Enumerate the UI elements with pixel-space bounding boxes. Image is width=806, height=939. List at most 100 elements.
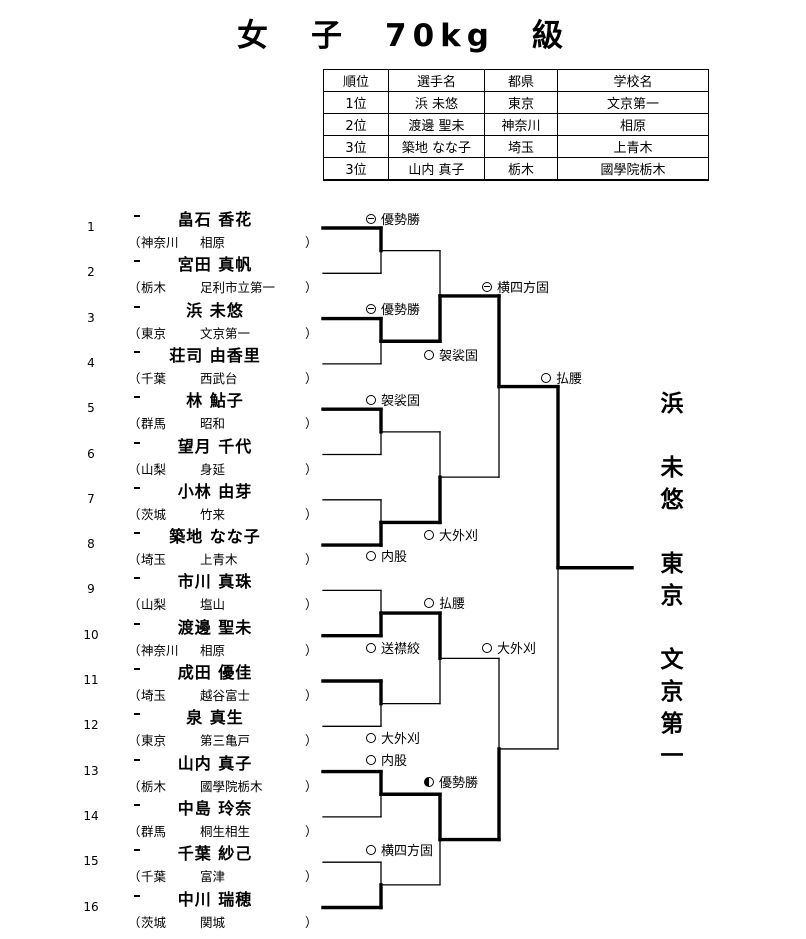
match-result: 横四方固: [366, 840, 433, 859]
player-affiliation: （神奈川相原）: [128, 640, 318, 658]
dot-mark: [134, 894, 140, 897]
player-name: 渡邊 聖未: [177, 617, 253, 637]
champion-char: 未: [660, 454, 684, 481]
player-prefecture: 群馬: [141, 416, 167, 432]
seed-number: 12: [83, 718, 99, 733]
technique-label: 袈裟固: [439, 349, 479, 364]
player-name: 畠石 香花: [177, 210, 253, 229]
circle-icon: [366, 642, 376, 653]
match-result: 送襟絞: [366, 638, 420, 657]
player-prefecture: 神奈川: [141, 235, 179, 250]
match-result: 優勢勝: [424, 772, 478, 791]
paren-open: （: [128, 823, 141, 839]
player-affiliation: （山梨身延）: [128, 459, 318, 477]
player-name: 小林 由芽: [177, 481, 253, 501]
dot-mark: [134, 803, 140, 806]
player-school: 昭和: [200, 416, 226, 432]
seed-number: 3: [87, 310, 95, 325]
player-name: 市川 真珠: [177, 572, 253, 592]
paren-open: （: [128, 597, 141, 613]
player-cell: 渡邊 聖未: [388, 113, 485, 136]
seed-number: 6: [87, 446, 95, 461]
paren-open: （: [128, 914, 141, 930]
player-prefecture: 茨城: [141, 914, 167, 930]
seed-number: 5: [87, 401, 95, 416]
champion-char: 一: [660, 742, 684, 769]
player-affiliation: （栃木國學院栃木）: [128, 776, 318, 794]
school-cell: 文京第一: [557, 91, 709, 114]
paren-close: ）: [305, 688, 318, 703]
technique-label: 内股: [381, 550, 408, 565]
player-school: 上青木: [200, 552, 238, 568]
player-prefecture: 神奈川: [141, 642, 179, 658]
circle-icon: [424, 597, 434, 608]
technique-label: 横四方固: [381, 844, 434, 859]
player-prefecture: 群馬: [141, 823, 167, 839]
rank-cell: 3位: [323, 157, 389, 181]
prefecture-cell: 栃木: [484, 157, 558, 181]
player-prefecture: 千葉: [141, 869, 167, 885]
player-cell: 山内 真子: [388, 157, 485, 181]
technique-label: 大外刈: [381, 732, 421, 747]
seed-number: 7: [87, 491, 95, 506]
paren-close: ）: [305, 235, 318, 250]
dot-mark: [134, 532, 140, 535]
paren-open: （: [128, 280, 141, 296]
prefecture-cell: 埼玉: [484, 135, 558, 158]
match-result: 大外刈: [366, 728, 420, 747]
seed-number: 1: [87, 220, 95, 234]
dot-mark: [134, 713, 140, 716]
results-table: 順位 選手名 都県 学校名 1位 浜 未悠 東京 文京第一 2位 渡邊 聖未 神…: [323, 69, 709, 181]
technique-label: 優勢勝: [381, 213, 421, 228]
champion-char: 京: [660, 678, 684, 705]
circle-icon: [482, 642, 492, 653]
player-prefecture: 栃木: [141, 778, 167, 794]
technique-label: 袈裟固: [381, 394, 421, 409]
paren-open: （: [128, 325, 141, 341]
match-result: 大外刈: [424, 525, 478, 544]
circle-icon: [424, 529, 434, 540]
advantage-win-icon: [366, 213, 376, 224]
player-school: 富津: [200, 869, 226, 885]
player-affiliation: （東京第三亀戸）: [128, 730, 318, 748]
rank-cell: 2位: [323, 113, 389, 136]
champion-char: 文: [660, 646, 684, 673]
player-name: 林 鮎子: [186, 391, 244, 411]
seed-number: 14: [83, 808, 99, 823]
paren-open: （: [128, 506, 141, 522]
player-school: 國學院栃木: [200, 778, 263, 794]
match-result: 払腰: [541, 368, 582, 387]
paren-open: （: [128, 552, 141, 568]
paren-open: （: [128, 235, 141, 250]
player-school: 足利市立第一: [200, 280, 276, 296]
paren-close: ）: [305, 869, 318, 885]
seed-number: 4: [87, 355, 95, 370]
technique-label: 横四方固: [497, 281, 550, 296]
player-affiliation: （千葉 富津 ）: [128, 866, 318, 885]
seed-number: 8: [87, 537, 95, 552]
player-affiliation: （神奈川相原）: [128, 232, 318, 250]
seed-number: 16: [83, 899, 99, 914]
results-row: 2位 渡邊 聖未 神奈川 相原: [323, 113, 709, 136]
paren-open: （: [128, 869, 141, 885]
player-prefecture: 山梨: [141, 461, 167, 477]
player-school: 塩山: [200, 597, 226, 613]
player-name: 千葉 紗己: [177, 844, 253, 864]
player-affiliation: （群馬桐生相生）: [128, 821, 318, 839]
player-name: 泉 真生: [186, 708, 244, 728]
match-result: 内股: [366, 750, 407, 769]
player-affiliation: （茨城関城）: [128, 912, 318, 930]
player-cell: 浜 未悠: [388, 91, 485, 114]
player-name: 浜 未悠: [186, 300, 244, 320]
technique-label: 内股: [381, 754, 408, 769]
player-name: 荘司 由香里: [169, 345, 261, 365]
player-school: 相原: [200, 642, 226, 658]
dot-mark: [134, 350, 140, 353]
technique-label: 払腰: [439, 597, 466, 612]
player-prefecture: 千葉: [141, 370, 167, 386]
paren-close: ）: [305, 552, 318, 568]
match-result: 袈裟固: [366, 390, 420, 409]
paren-open: （: [128, 642, 141, 658]
match-result: 払腰: [424, 593, 465, 612]
dot-mark: [134, 622, 140, 625]
